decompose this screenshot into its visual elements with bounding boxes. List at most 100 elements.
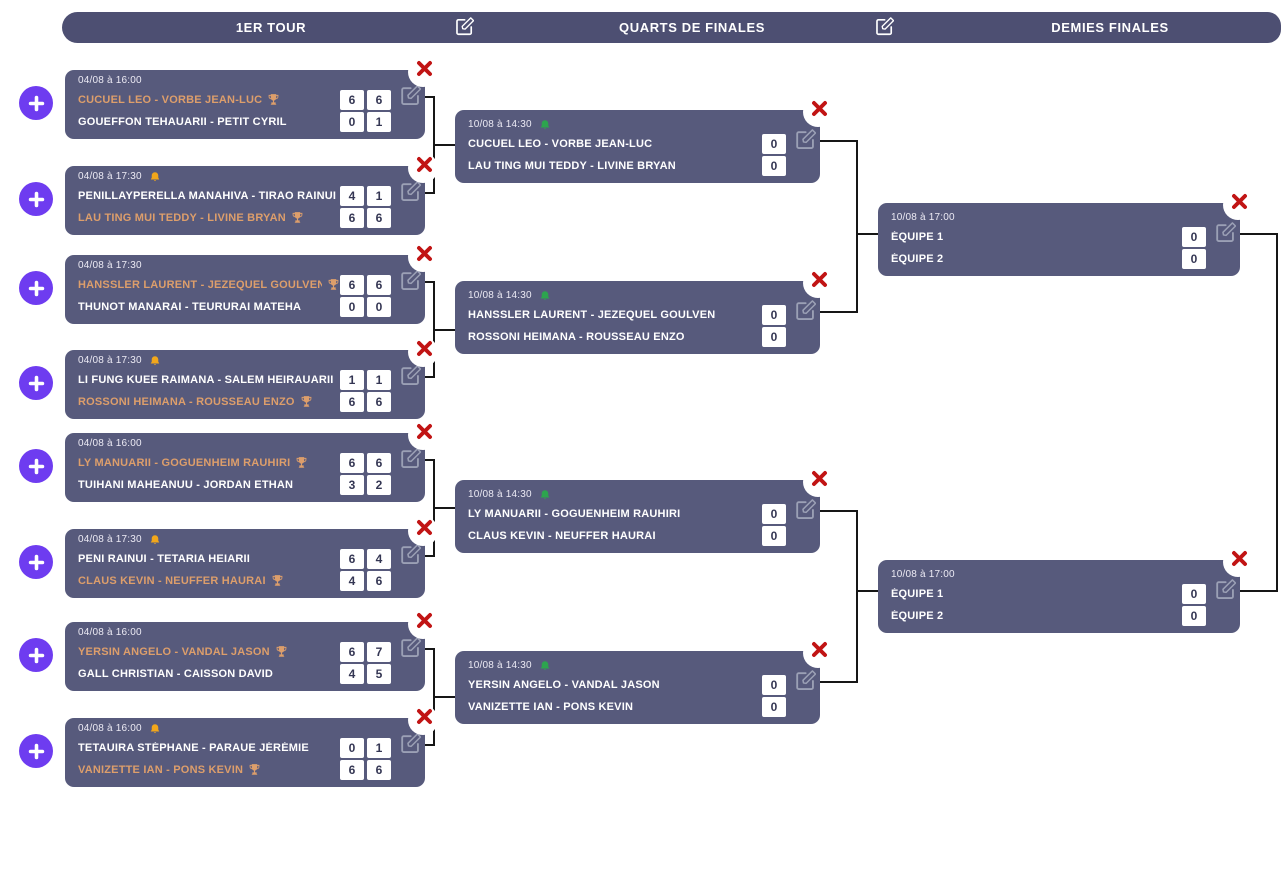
- edit-match-button[interactable]: [398, 85, 422, 109]
- edit-pencil-icon: [455, 17, 474, 36]
- add-match-button[interactable]: [19, 734, 53, 768]
- match-datetime: 04/08 à 17:30: [78, 260, 142, 271]
- score-box: 6: [340, 548, 364, 569]
- match-datetime: 04/08 à 17:30: [78, 171, 142, 182]
- match-header-row: 04/08 à 17:30: [65, 353, 425, 368]
- score-group: 1 1: [340, 369, 391, 390]
- team-row: GOUEFFON TEHAUARII - PETIT CYRIL 0 1: [65, 111, 425, 132]
- score-box: 4: [367, 548, 391, 569]
- edit-match-button[interactable]: [793, 300, 817, 324]
- add-match-button[interactable]: [19, 638, 53, 672]
- team-name: HANSSLER LAURENT - JEZEQUEL GOULVEN: [468, 308, 716, 321]
- score-box: 0: [340, 296, 364, 317]
- team-row: PENILLAYPERELLA MANAHIVA - TIRAO RAINUI …: [65, 185, 425, 206]
- delete-match-button[interactable]: [415, 245, 434, 264]
- delete-match-button[interactable]: [810, 641, 829, 660]
- connector-line: [433, 144, 455, 146]
- connector-line: [820, 311, 858, 313]
- match-datetime: 04/08 à 17:30: [78, 534, 142, 545]
- edit-pencil-icon: [400, 733, 421, 754]
- team-name: YERSIN ANGELO - VANDAL JASON: [78, 645, 270, 658]
- add-match-button[interactable]: [19, 86, 53, 120]
- score-box: 6: [340, 641, 364, 662]
- score-group: 0: [1182, 226, 1206, 247]
- edit-match-button[interactable]: [398, 270, 422, 294]
- x-delete-icon: [811, 641, 828, 658]
- team-row: ÉQUIPE 2 0: [878, 248, 1240, 269]
- score-box: 0: [762, 525, 786, 546]
- score-box: 0: [367, 296, 391, 317]
- delete-match-button[interactable]: [415, 60, 434, 79]
- edit-match-button[interactable]: [1213, 579, 1237, 603]
- edit-match-button[interactable]: [398, 544, 422, 568]
- edit-match-button[interactable]: [793, 670, 817, 694]
- score-box: 6: [367, 89, 391, 110]
- connector-line: [425, 376, 434, 378]
- plus-icon: [28, 743, 45, 760]
- add-match-button[interactable]: [19, 449, 53, 483]
- team-row: HANSSLER LAURENT - JEZEQUEL GOULVEN 6 6: [65, 274, 425, 295]
- add-match-button[interactable]: [19, 366, 53, 400]
- score-group: 6 6: [340, 89, 391, 110]
- match-datetime: 10/08 à 14:30: [468, 660, 532, 671]
- edit-pencil-icon: [795, 300, 816, 321]
- match-header-row: 10/08 à 17:00: [878, 567, 1240, 582]
- delete-match-button[interactable]: [415, 612, 434, 631]
- edit-match-button[interactable]: [398, 181, 422, 205]
- match-card-r1-8: 04/08 à 16:00 TETAUIRA STÉPHANE - PARAUE…: [65, 705, 438, 787]
- edit-match-button[interactable]: [398, 448, 422, 472]
- add-match-button[interactable]: [19, 545, 53, 579]
- score-box: 6: [367, 759, 391, 780]
- score-group: 0: [762, 304, 786, 325]
- match-datetime: 10/08 à 14:30: [468, 119, 532, 130]
- team-name: PENI RAINUI - TETARIA HEIARII: [78, 552, 251, 565]
- edit-match-button[interactable]: [398, 733, 422, 757]
- edit-pencil-icon: [795, 499, 816, 520]
- edit-match-button[interactable]: [1213, 222, 1237, 246]
- edit-match-button[interactable]: [398, 637, 422, 661]
- score-box: 0: [1182, 583, 1206, 604]
- delete-match-button[interactable]: [415, 340, 434, 359]
- team-name: YERSIN ANGELO - VANDAL JASON: [468, 678, 660, 691]
- edit-pencil-icon: [795, 670, 816, 691]
- connector-line: [425, 744, 434, 746]
- team-row: CUCUEL LEO - VORBE JEAN-LUC 0: [455, 133, 820, 154]
- trophy-icon: [271, 574, 284, 587]
- delete-match-button[interactable]: [415, 156, 434, 175]
- match-card-quart-2: 10/08 à 14:30 HANSSLER LAURENT - JEZEQUE…: [455, 268, 833, 354]
- score-box: 1: [367, 111, 391, 132]
- plus-icon: [28, 95, 45, 112]
- match-card-quart-4: 10/08 à 14:30 YERSIN ANGELO - VANDAL JAS…: [455, 638, 833, 724]
- edit-pencil-icon: [400, 365, 421, 386]
- add-match-button[interactable]: [19, 182, 53, 216]
- x-delete-icon: [811, 100, 828, 117]
- edit-match-button[interactable]: [793, 499, 817, 523]
- score-group: 0: [1182, 248, 1206, 269]
- x-delete-icon: [1231, 550, 1248, 567]
- score-group: 0: [762, 326, 786, 347]
- score-box: 0: [762, 503, 786, 524]
- edit-match-button[interactable]: [793, 129, 817, 153]
- delete-match-button[interactable]: [415, 519, 434, 538]
- edit-match-button[interactable]: [398, 365, 422, 389]
- delete-match-button[interactable]: [810, 100, 829, 119]
- delete-match-button[interactable]: [810, 470, 829, 489]
- delete-match-button[interactable]: [810, 271, 829, 290]
- delete-match-button[interactable]: [1230, 193, 1249, 212]
- trophy-icon: [248, 763, 261, 776]
- match-header-row: 04/08 à 17:30: [65, 532, 425, 547]
- add-match-button[interactable]: [19, 271, 53, 305]
- team-name: THUNOT MANARAI - TEURURAI MATEHA: [78, 300, 302, 313]
- delete-match-button[interactable]: [415, 708, 434, 727]
- edit-quarts-button[interactable]: [873, 17, 895, 39]
- match-card-r1-5: 04/08 à 16:00 LY MANUARII - GOGUENHEIM R…: [65, 420, 438, 502]
- team-row: HANSSLER LAURENT - JEZEQUEL GOULVEN 0: [455, 304, 820, 325]
- team-name: ÉQUIPE 1: [891, 587, 944, 600]
- team-name: ÉQUIPE 1: [891, 230, 944, 243]
- x-delete-icon: [416, 423, 433, 440]
- edit-round1-button[interactable]: [453, 17, 475, 39]
- delete-match-button[interactable]: [415, 423, 434, 442]
- delete-match-button[interactable]: [1230, 550, 1249, 569]
- edit-pencil-icon: [400, 637, 421, 658]
- match-header-row: 04/08 à 17:30: [65, 169, 425, 184]
